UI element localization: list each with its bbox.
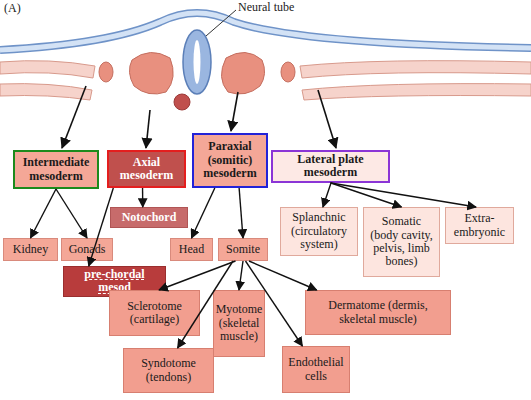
somite-derivative-box: Dermatome (dermis, skeletal muscle) — [305, 290, 451, 335]
somite-derivative-box: Endothelial cells — [282, 346, 350, 393]
connector-arrow — [31, 189, 57, 238]
connector-arrow — [142, 188, 144, 207]
node-text: Dermatome (dermis, skeletal muscle) — [309, 299, 447, 326]
derivative-box: Head — [170, 238, 213, 261]
node-text: Lateral plate mesoderm — [276, 153, 385, 180]
somite-derivative-box: Syndotome (tendons) — [123, 348, 214, 393]
somite-left — [129, 52, 173, 94]
connector-arrow — [331, 183, 402, 207]
mesoderm-box: Intermediate mesoderm — [13, 150, 99, 189]
derivative-box: Gonads — [61, 238, 113, 261]
somite-derivative-box: Myotome (skeletal muscle) — [213, 290, 265, 357]
derivative-box: Extra-embryonic — [445, 207, 514, 244]
connector-arrow — [192, 188, 215, 238]
intermediate-mesoderm-left — [99, 62, 113, 82]
derivative-box: Somatic (body cavity, pelvis, limb bones… — [363, 207, 440, 277]
connector-arrow — [249, 261, 317, 290]
lateral-plate-lower-left — [0, 84, 92, 100]
node-text: Gonads — [69, 243, 106, 256]
derivative-box: Kidney — [3, 238, 58, 261]
node-text: Sclerotome (cartilage) — [113, 300, 196, 327]
lateral-plate-upper-right — [300, 61, 531, 78]
node-text: Myotome (skeletal muscle) — [216, 303, 263, 343]
panel-letter: (A) — [4, 2, 21, 15]
pointer-arrow — [146, 110, 150, 148]
mesoderm-box: Axial mesoderm — [107, 150, 186, 188]
node-text: Splanchnic (circulatory system) — [284, 211, 354, 251]
node-text: Kidney — [13, 243, 48, 256]
connector-arrow — [331, 183, 477, 207]
node-text: Paraxial (somitic) mesoderm — [197, 140, 263, 180]
pointer-arrow — [231, 92, 238, 131]
ectoderm-outline — [0, 13, 531, 50]
node-text: Somatic (body cavity, pelvis, limb bones… — [367, 215, 436, 269]
derivative-box: Notochord — [110, 207, 188, 228]
connector-arrow — [56, 189, 87, 238]
connector-arrow — [239, 261, 243, 290]
connector-arrow — [159, 261, 235, 290]
node-text: Axial mesoderm — [112, 156, 181, 183]
connector-arrow — [239, 188, 243, 238]
ectoderm-band — [0, 13, 531, 50]
intermediate-mesoderm-right — [281, 62, 295, 82]
derivative-box: Somite — [218, 238, 268, 261]
node-text: Head — [179, 243, 204, 256]
mesoderm-box: Lateral plate mesoderm — [271, 150, 390, 183]
part-label: Neural tube — [238, 1, 294, 14]
mesoderm-box: Paraxial (somitic) mesoderm — [192, 133, 268, 188]
node-text: Notochord — [122, 211, 177, 224]
node-text: Syndotome (tendons) — [127, 357, 210, 384]
node-text: Endothelial cells — [286, 356, 346, 383]
node-text: Somite — [226, 243, 260, 256]
node-text: Extra-embryonic — [449, 212, 510, 239]
somite-right — [221, 52, 264, 94]
notochord-circle — [174, 94, 190, 110]
pointer-arrow — [318, 90, 336, 148]
pointer-arrow — [62, 86, 86, 148]
neural-tube — [183, 30, 211, 94]
lateral-plate-lower-right — [302, 84, 531, 100]
lateral-plate-upper-left — [0, 61, 95, 78]
derivative-box: Splanchnic (circulatory system) — [280, 207, 358, 256]
connector-arrow — [323, 183, 331, 207]
leader-line — [206, 10, 236, 36]
node-text: Intermediate mesoderm — [18, 156, 94, 183]
neural-tube-lumen — [194, 40, 201, 84]
somite-derivative-box: Sclerotome (cartilage) — [109, 290, 200, 336]
